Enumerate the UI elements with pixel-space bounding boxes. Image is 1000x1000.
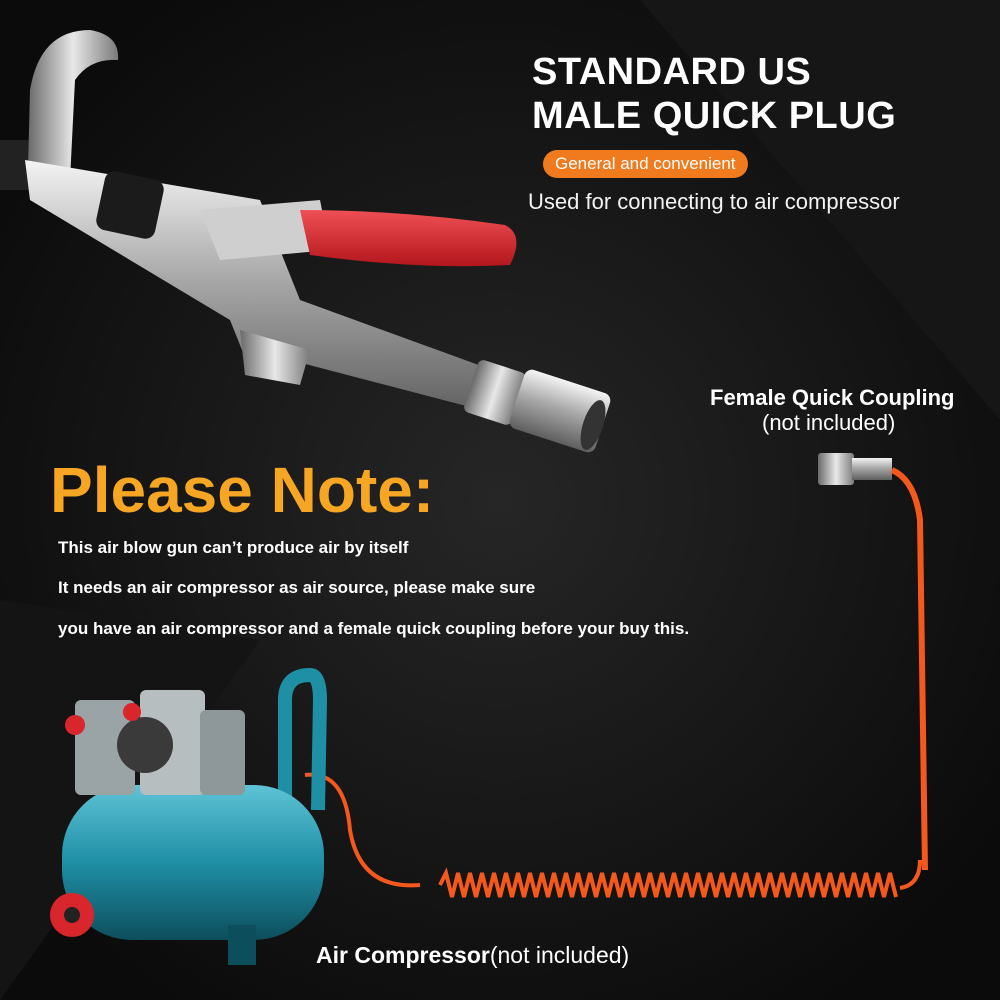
- notice-title: Please Note:: [50, 454, 435, 526]
- headline-line-1: STANDARD US: [532, 51, 812, 93]
- coupling-note: (not included): [762, 410, 896, 435]
- subtitle: Used for connecting to air compressor: [528, 189, 900, 214]
- compressor-note: (not included): [489, 942, 630, 968]
- headline: STANDARD US MALE QUICK PLUG: [532, 50, 896, 138]
- feature-badge: General and convenient: [543, 150, 748, 178]
- coiled-hose-icon: [304, 772, 922, 898]
- notice-line-1: This air blow gun can’t produce air by i…: [58, 538, 409, 557]
- female-coupling-icon: [818, 453, 928, 871]
- air-compressor-icon: [50, 667, 328, 965]
- notice-line-2: It needs an air compressor as air source…: [58, 578, 536, 597]
- air-blow-gun-icon: [0, 30, 611, 453]
- compressor-label: Air Compressor(not included): [316, 942, 629, 969]
- coupling-label: Female Quick Coupling: [710, 385, 955, 410]
- compressor-name: Air Compressor: [316, 942, 490, 968]
- notice-line-3: you have an air compressor and a female …: [58, 619, 690, 638]
- headline-line-2: MALE QUICK PLUG: [532, 95, 897, 137]
